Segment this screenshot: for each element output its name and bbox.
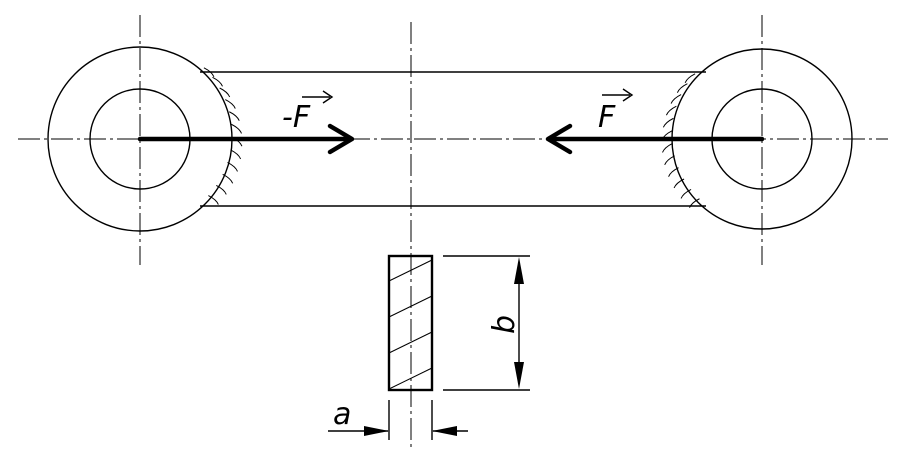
weld-mark <box>208 195 219 205</box>
center-lines <box>18 15 888 450</box>
weld-mark <box>673 178 685 189</box>
weld-mark <box>689 198 700 208</box>
force-arrow-right <box>545 123 765 155</box>
dim-b-arrow-bottom <box>514 362 524 389</box>
force-right-label: F <box>598 100 616 135</box>
weld-mark <box>229 111 240 121</box>
right-weld-seam <box>661 73 700 208</box>
cross-section <box>387 254 434 392</box>
dim-a-arrow-right <box>432 426 457 436</box>
force-left-head <box>327 123 355 155</box>
dimension-b <box>443 255 530 391</box>
weld-mark <box>231 123 242 134</box>
dim-b-arrow-top <box>514 257 524 284</box>
dim-a-arrow-left <box>364 426 389 436</box>
weld-mark <box>662 142 673 153</box>
weld-mark <box>684 73 696 83</box>
weld-mark <box>662 117 674 128</box>
weld-mark <box>670 94 682 104</box>
dimension-a <box>328 400 468 440</box>
force-left-label: -F <box>282 100 311 135</box>
weld-mark <box>219 87 231 98</box>
weld-mark <box>203 67 215 78</box>
weld-mark <box>680 188 692 199</box>
section-hatching <box>388 259 433 390</box>
force-right-vector-icon <box>602 88 634 102</box>
dim-a-label: a <box>333 397 351 432</box>
force-arrow-left <box>137 123 355 155</box>
weld-mark <box>227 161 238 172</box>
force-right-head <box>545 123 573 155</box>
weld-mark <box>230 149 242 160</box>
weld-mark <box>222 173 234 184</box>
weld-mark <box>216 184 227 195</box>
weld-mark <box>664 155 675 165</box>
strap <box>200 71 706 207</box>
dim-b-label: b <box>487 315 522 334</box>
section-rectangle <box>387 254 434 392</box>
weld-mark <box>665 105 677 116</box>
force-left-vector-icon <box>302 90 334 104</box>
left-weld-seam <box>203 67 243 205</box>
weld-mark <box>676 83 688 93</box>
weld-mark <box>668 167 679 177</box>
weld-mark <box>225 99 236 109</box>
weld-mark <box>212 76 223 87</box>
